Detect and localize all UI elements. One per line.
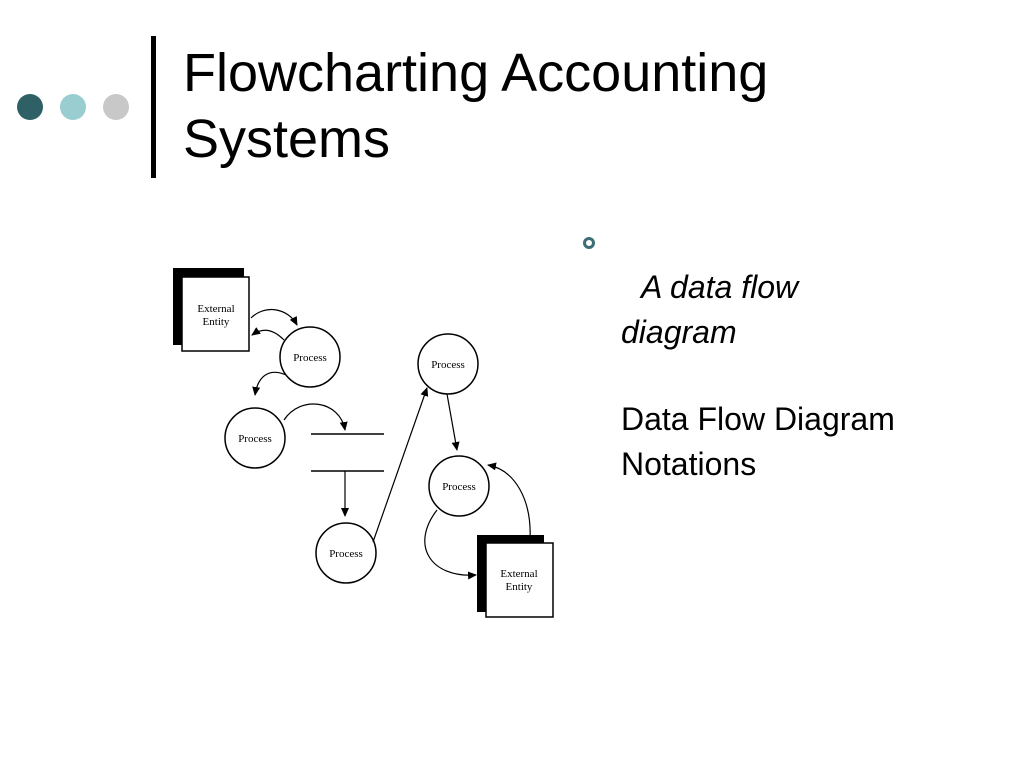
- bullet-line-4: Notations: [621, 446, 757, 482]
- title-line-1: Flowcharting Accounting: [183, 43, 769, 103]
- flow-process3-to-process4: [446, 393, 460, 451]
- flow-arrows: [250, 308, 531, 580]
- decor-dot-grey: [103, 94, 129, 120]
- process-4: Process: [428, 455, 490, 517]
- flow-process1-to-process2: [252, 371, 287, 396]
- bullet-italic-line-1: A data flow: [641, 269, 799, 305]
- decor-dot-dark: [17, 94, 43, 120]
- external-entity-top-label-1: External: [197, 303, 234, 315]
- process-3: Process: [417, 333, 479, 395]
- bullet-line-3: Data Flow Diagram: [621, 401, 895, 437]
- slide-title: Flowcharting Accounting Systems: [183, 40, 1003, 172]
- flow-entity-to-process4: [487, 462, 531, 541]
- title-divider: [151, 36, 156, 178]
- title-line-2: Systems: [183, 109, 391, 169]
- flow-process2-to-store: [283, 403, 348, 431]
- process-1: Process: [279, 326, 341, 388]
- process-2: Process: [224, 407, 286, 469]
- flow-process4-to-entity: [424, 509, 477, 580]
- process-3-label: Process: [431, 359, 465, 371]
- external-entity-bottom-label-2: Entity: [506, 581, 533, 593]
- bullet-italic-line-2: diagram: [621, 314, 737, 350]
- process-4-label: Process: [442, 481, 476, 493]
- data-store: [311, 433, 384, 472]
- flow-process1-to-entity: [251, 327, 285, 341]
- flow-process5-to-process3: [372, 387, 429, 543]
- bullet-ring-icon: [583, 237, 595, 249]
- external-entity-top-label-2: Entity: [203, 316, 230, 328]
- process-5: Process: [315, 522, 377, 584]
- process-5-label: Process: [329, 548, 363, 560]
- process-2-label: Process: [238, 433, 272, 445]
- external-entity-bottom-label-1: External: [500, 568, 537, 580]
- decor-dot-light: [60, 94, 86, 120]
- external-entity-top: External Entity: [173, 268, 250, 352]
- process-1-label: Process: [293, 352, 327, 364]
- external-entity-bottom: External Entity: [477, 535, 554, 618]
- flow-entity-to-process1: [250, 308, 298, 326]
